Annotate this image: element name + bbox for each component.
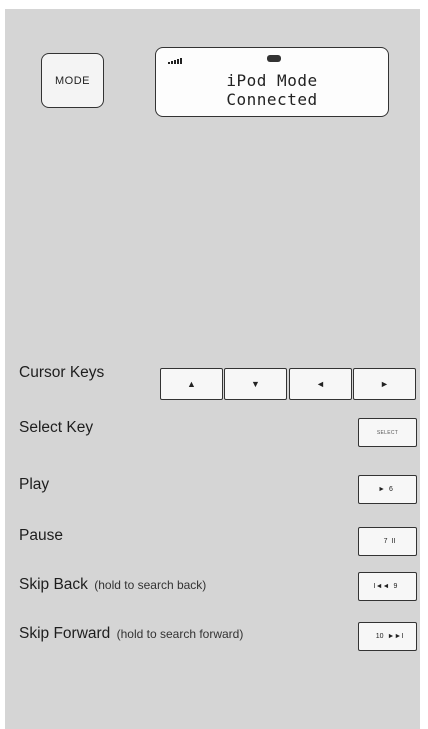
skip-back-icon: I◄◄ — [373, 583, 390, 590]
play-key[interactable]: ► 6 — [358, 475, 417, 504]
play-icon: ► — [378, 486, 386, 493]
play-label: Play — [19, 476, 50, 493]
arrow-up-icon: ▲ — [187, 379, 196, 389]
signal-strength-icon — [168, 58, 182, 64]
select-key-label: Select Key — [19, 419, 94, 436]
skip-forward-icon: ►►I — [387, 633, 404, 640]
select-key[interactable]: SELECT — [358, 418, 417, 447]
display-line-2: Connected — [226, 90, 318, 109]
arrow-down-icon: ▼ — [251, 379, 260, 389]
lcd-display: iPod Mode Connected — [155, 47, 389, 117]
skip-forward-key[interactable]: 10 ►►I — [358, 622, 417, 651]
pause-key[interactable]: 7 II — [358, 527, 417, 556]
cursor-left-key[interactable]: ◄ — [289, 368, 352, 400]
arrow-right-icon: ► — [380, 379, 389, 389]
arrow-left-icon: ◄ — [316, 379, 325, 389]
mode-button[interactable]: MODE — [41, 53, 104, 108]
skip-forward-label-text: Skip Forward — [19, 625, 111, 642]
remote-panel: MODE iPod Mode Connected Cursor Keys ▲ ▼… — [5, 9, 420, 729]
cursor-down-key[interactable]: ▼ — [224, 368, 287, 400]
skip-forward-label: Skip Forward (hold to search forward) — [19, 625, 243, 643]
cursor-up-key[interactable]: ▲ — [160, 368, 223, 400]
skip-back-key-number: 9 — [393, 583, 398, 590]
skip-back-note: (hold to search back) — [94, 578, 207, 592]
select-key-text: SELECT — [376, 429, 399, 436]
skip-back-label-text: Skip Back — [19, 576, 88, 593]
pause-label: Pause — [19, 527, 63, 544]
cursor-keys-label: Cursor Keys — [19, 364, 105, 381]
pause-key-number: 7 — [383, 538, 388, 545]
skip-forward-key-number: 10 — [375, 633, 384, 640]
display-line-1: iPod Mode — [226, 71, 318, 90]
mode-button-label: MODE — [55, 74, 90, 87]
play-key-number: 6 — [389, 486, 393, 493]
skip-forward-note: (hold to search forward) — [116, 627, 244, 641]
skip-back-key[interactable]: I◄◄ 9 — [358, 572, 417, 601]
battery-icon — [267, 55, 281, 62]
pause-icon: II — [391, 538, 396, 545]
skip-back-label: Skip Back (hold to search back) — [19, 576, 206, 594]
cursor-right-key[interactable]: ► — [353, 368, 416, 400]
